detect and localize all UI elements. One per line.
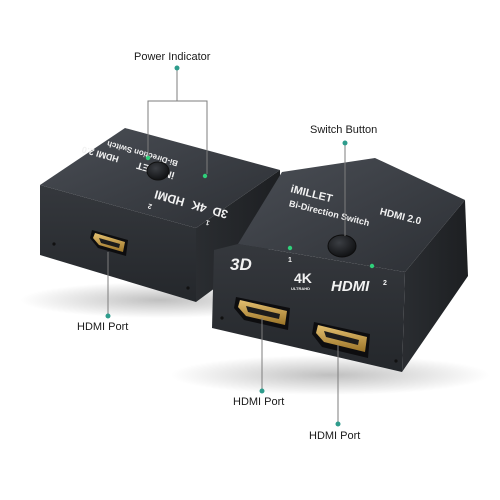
front-switch-device: iMILLET HDMI 2.0 Bi-Direction Switch 3D … [212, 158, 468, 372]
back-badge-4k: 4K [189, 198, 208, 216]
front-device-top [238, 158, 465, 272]
back-led-label-1: 1 [205, 218, 211, 226]
front-hdmi-port-2[interactable] [312, 322, 370, 358]
back-led-2 [145, 155, 151, 161]
front-badge-ultrahd: ULTRAHD [291, 286, 310, 291]
front-badge-3d: 3D [230, 255, 252, 274]
hdmi-port-right-dot [335, 421, 341, 427]
hdmi-port-left-label: HDMI Port [77, 321, 129, 333]
hdmi-port-left-dot [105, 313, 111, 319]
power-indicator-label: Power Indicator [134, 51, 211, 63]
switch-button-label: Switch Button [310, 124, 378, 136]
front-led-2 [369, 263, 375, 269]
front-badge-4k: 4K [294, 270, 312, 286]
front-screw [394, 359, 398, 363]
back-switch-button[interactable] [146, 161, 170, 181]
hdmi-port-mid-dot [259, 388, 265, 394]
back-screw [186, 286, 190, 290]
front-device-shadow [170, 355, 490, 395]
hdmi-port-mid-label: HDMI Port [233, 396, 285, 408]
back-led-1 [202, 173, 208, 179]
back-screw [52, 242, 56, 246]
front-screw [220, 316, 224, 320]
hdmi-port-right-label: HDMI Port [309, 430, 361, 442]
front-badge-hdmi: HDMI [331, 278, 370, 295]
back-hdmi-port[interactable] [90, 230, 128, 256]
front-device-side [402, 200, 468, 372]
front-switch-button[interactable] [327, 234, 357, 258]
power-indicator-dot [174, 65, 180, 71]
front-port-label-2: 2 [383, 280, 387, 287]
front-port-label-1: 1 [288, 257, 292, 264]
front-hdmi-port-1[interactable] [234, 297, 290, 330]
switch-button-dot [342, 140, 348, 146]
back-led-label-2: 2 [147, 202, 153, 210]
back-badge-3d: 3D [211, 204, 230, 222]
front-led-1 [287, 245, 293, 251]
